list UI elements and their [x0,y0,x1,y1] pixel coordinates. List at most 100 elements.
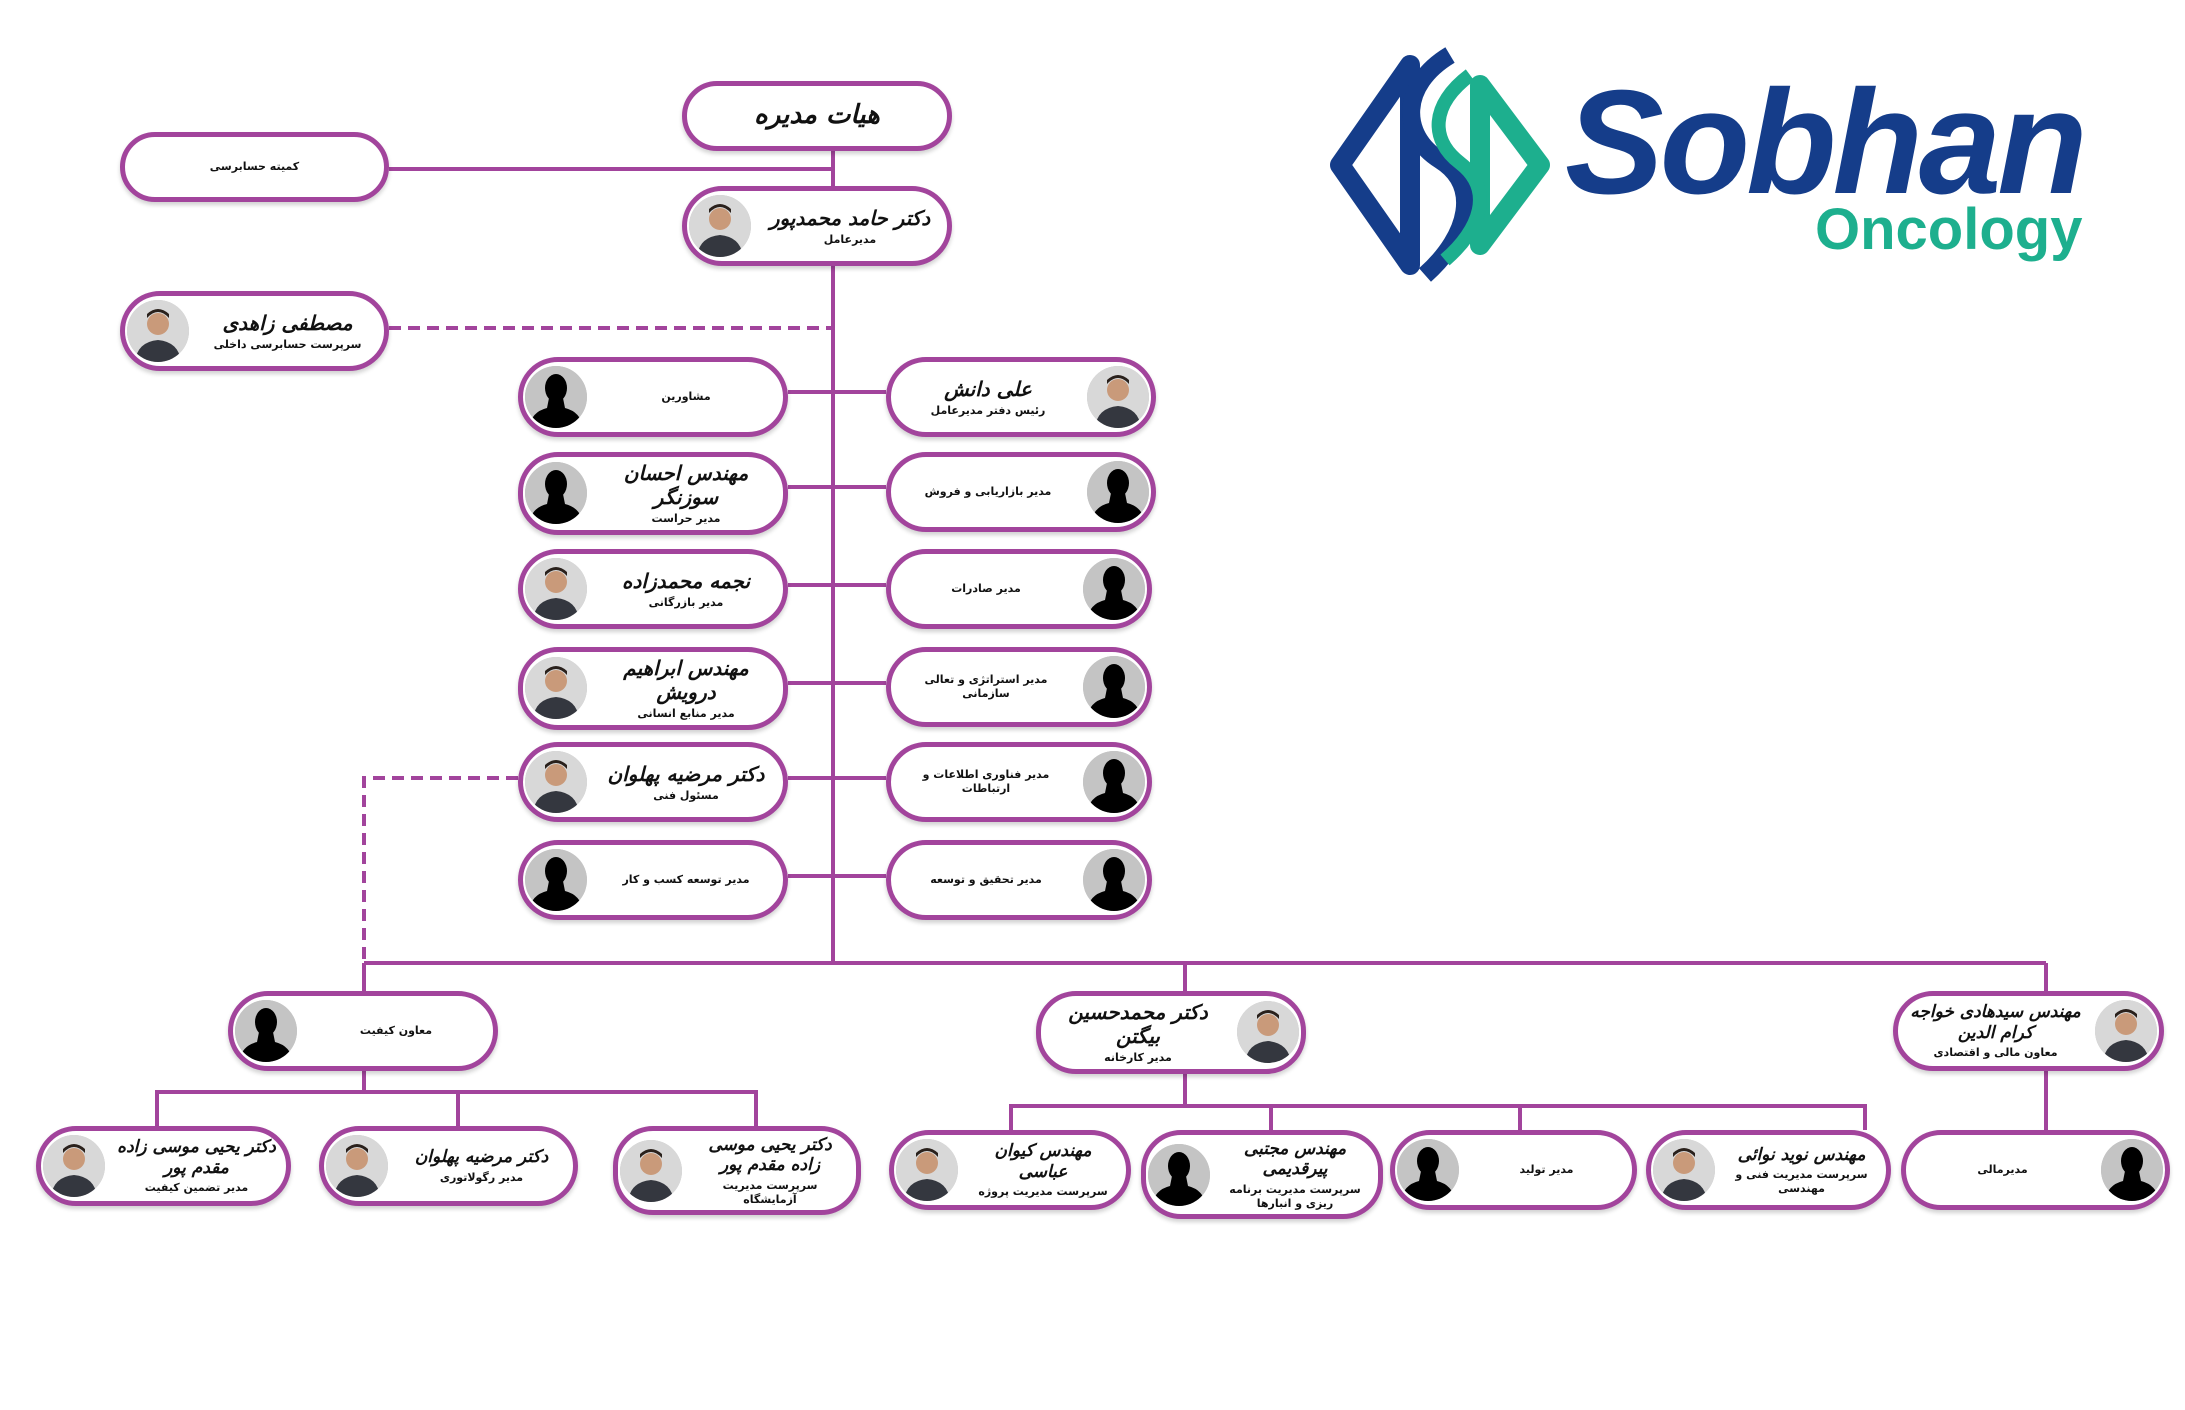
avatar-placeholder-icon [525,366,587,428]
position-title: مدیر حراست [651,512,721,525]
avatar-placeholder-icon [1083,751,1145,813]
person-name: دکتر مرضیه پهلوان [414,1147,549,1168]
node-text: مهندس احسان سوزنگر مدیر حراست [589,461,783,526]
node-text: کمیته حسابرسی [125,160,384,174]
person-photo [525,657,587,720]
node-text: دکتر مرضیه پهلوان مدیر رگولاتوری [390,1147,573,1184]
org-node-regulatory[interactable]: دکتر مرضیه پهلوان مدیر رگولاتوری [319,1126,578,1206]
person-name: مهندس نوید نوائی [1737,1144,1866,1165]
org-node-advisors[interactable]: مشاورین [518,357,788,437]
person-name: دکتر یحیی موسی زاده مقدم پور [117,1137,276,1178]
person-photo [689,195,751,257]
org-node-quality-vp[interactable]: معاون کیفیت [228,991,498,1071]
position-title: سرپرست مدیریت آزمایشگاه [722,1178,818,1206]
position-title: سرپرست مدیریت فنی و مهندسی [1735,1167,1868,1195]
node-text: مشاورین [589,390,783,404]
org-node-export[interactable]: مدیر صادرات [886,549,1152,629]
avatar-placeholder-icon [525,462,587,525]
node-text: مهندس کیوان عباسی سرپرست مدیریت پروژه [960,1141,1126,1199]
person-name: دکتر محمدحسین بیگتن [1068,1000,1208,1048]
node-text: مدیرمالی [1906,1163,2099,1177]
position-title: سرپرست مدیریت پروژه [978,1185,1108,1199]
person-name: مهندس مجتبی پیرقدیمی [1243,1139,1347,1180]
position-title: کمیته حسابرسی [209,160,300,174]
person-photo [525,558,587,620]
node-text: دکتر مرضیه پهلوان مسئول فنی [589,762,783,803]
person-name: هیات مدیره [754,100,880,131]
node-text: مدیر بازاریابی و فروش [891,485,1085,499]
avatar-placeholder-icon [1087,461,1149,523]
position-title: مدیر رگولاتوری [439,1170,524,1184]
org-node-bizdev[interactable]: مدیر توسعه کسب و کار [518,840,788,920]
node-text: نجمه محمدزاده مدیر بازرگانی [589,569,783,610]
avatar-placeholder-icon [1083,849,1145,911]
position-title: مدیرعامل [823,232,877,246]
position-title: معاون مالی و اقتصادی [1933,1046,2058,1060]
org-node-factory[interactable]: دکتر محمدحسین بیگتن مدیر کارخانه [1036,991,1306,1074]
avatar-placeholder-icon [2101,1139,2163,1201]
person-photo [896,1139,958,1201]
position-title: مدیر تحقیق و توسعه [930,873,1042,887]
avatar-placeholder-icon [1083,558,1145,620]
person-name: مهندس کیوان عباسی [994,1141,1092,1182]
node-text: مدیر تحقیق و توسعه [891,873,1081,887]
org-node-commerce[interactable]: نجمه محمدزاده مدیر بازرگانی [518,549,788,629]
org-node-it[interactable]: مدیر فناوری اطلاعات و ارتباطات [886,742,1152,822]
person-name: نجمه محمدزاده [622,568,751,593]
position-title: مدیر کارخانه [1104,1051,1172,1064]
position-title: مدیر صادرات [951,582,1021,596]
avatar-placeholder-icon [1083,656,1145,718]
node-text: هیات مدیره [687,100,947,131]
position-title: سرپرست حسابرسی داخلی [213,337,362,351]
person-photo [326,1135,388,1197]
org-node-project[interactable]: مهندس کیوان عباسی سرپرست مدیریت پروژه [889,1130,1131,1210]
org-node-board[interactable]: هیات مدیره [682,81,952,151]
node-text: دکتر محمدحسین بیگتن مدیر کارخانه [1041,1000,1235,1065]
position-title: مشاورین [661,390,711,404]
org-node-finance-vp[interactable]: مهندس سیدهادی خواجه کرام الدین معاون مالی… [1893,991,2164,1071]
org-node-audit-committee[interactable]: کمیته حسابرسی [120,132,389,202]
org-node-strategy[interactable]: مدیر استراتژی و تعالی سازمانی [886,647,1152,727]
avatar-placeholder-icon [1148,1143,1210,1206]
person-name: مهندس احسان سوزنگر [623,461,749,509]
org-node-security[interactable]: مهندس احسان سوزنگر مدیر حراست [518,452,788,535]
position-title: مدیرمالی [1977,1163,2028,1177]
person-photo [1087,366,1149,428]
logo-sub: Oncology [1815,197,2083,262]
position-title: مسئول فنی [653,788,719,802]
position-title: سرپرست مدیریت برنامه ریزی و انبارها [1229,1182,1361,1210]
person-photo [2095,1000,2157,1062]
position-title: رئیس دفتر مدیرعامل [930,403,1046,417]
position-title: مدیر تولید [1519,1163,1574,1177]
node-text: مدیر توسعه کسب و کار [589,873,783,887]
position-title: مدیر بازرگانی [648,595,724,609]
person-photo [127,300,189,362]
org-node-finance-mgr[interactable]: مدیرمالی [1901,1130,2170,1210]
org-node-rnd[interactable]: مدیر تحقیق و توسعه [886,840,1152,920]
person-name: دکتر مرضیه پهلوان [607,761,765,786]
position-title: مدیر منابع انسانی [637,707,735,720]
person-name: مهندس سیدهادی خواجه کرام الدین [1910,1002,2081,1043]
org-node-marketing[interactable]: مدیر بازاریابی و فروش [886,452,1156,532]
person-photo [43,1135,105,1197]
org-node-production[interactable]: مدیر تولید [1390,1130,1637,1210]
org-node-technical[interactable]: دکتر مرضیه پهلوان مسئول فنی [518,742,788,822]
person-photo [620,1139,682,1202]
